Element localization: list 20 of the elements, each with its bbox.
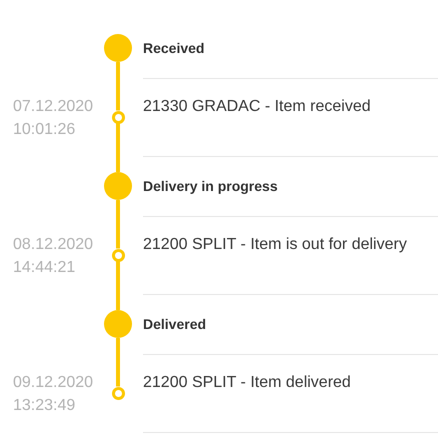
timeline-dot [104, 172, 132, 200]
event-description: 21200 SPLIT - Item delivered [143, 373, 351, 393]
timeline-connector [116, 200, 120, 248]
event-timestamp: 08.12.2020 14:44:21 [13, 235, 94, 278]
timeline-ring [112, 386, 124, 400]
timeline-ring [112, 110, 124, 124]
status-heading: Received [143, 39, 204, 58]
timeline-connector [116, 262, 120, 310]
timeline-connector [116, 124, 120, 172]
event-timestamp: 09.12.2020 13:23:49 [13, 373, 94, 416]
timeline-ring [112, 248, 124, 262]
timeline-dot [104, 34, 132, 62]
event-description: 21330 GRADAC - Item received [143, 97, 371, 117]
event-description: 21200 SPLIT - Item is out for delivery [143, 235, 407, 255]
event-timestamp: 07.12.2020 10:01:26 [13, 97, 94, 140]
timeline-dot [104, 310, 132, 338]
status-heading: Delivery in progress [143, 177, 278, 196]
status-heading: Delivered [143, 315, 206, 334]
timeline-connector [116, 338, 120, 386]
timeline-connector [116, 62, 120, 110]
